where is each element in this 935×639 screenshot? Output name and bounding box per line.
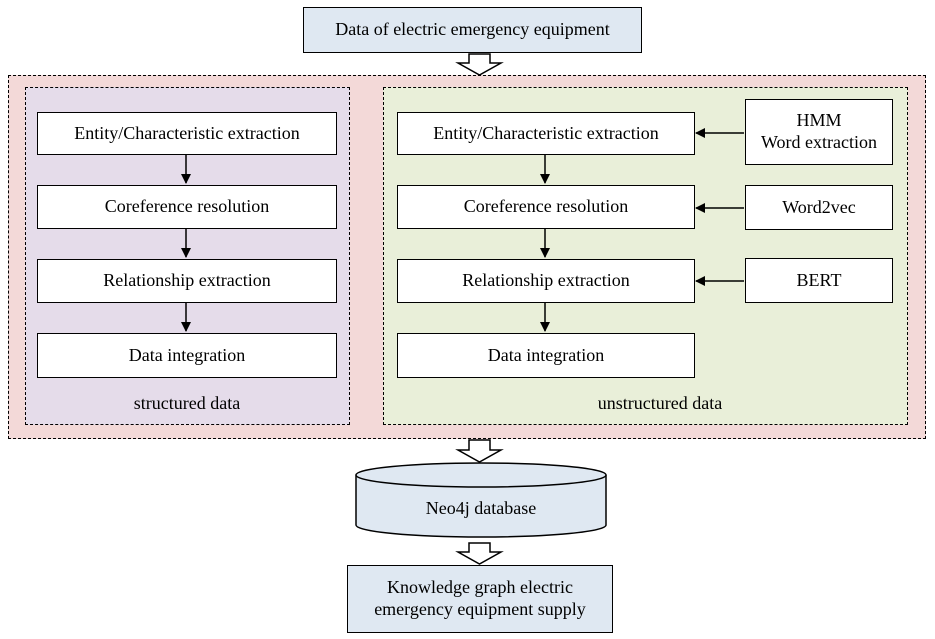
structured-step-label: Relationship extraction [103,270,271,291]
unstructured-entity-extraction-box: Entity/Characteristic extraction [397,112,695,155]
block-arrow-to-output [455,542,504,565]
output-label: Knowledge graph electric emergency equip… [374,577,586,619]
unstructured-step-label: Entity/Characteristic extraction [433,122,659,143]
hmm-method-box: HMM Word extraction [745,99,893,165]
structured-step-label: Entity/Characteristic extraction [74,122,300,143]
structured-step-label: Coreference resolution [104,196,270,217]
unstructured-coreference-box: Coreference resolution [397,185,695,229]
bert-method-box: BERT [745,258,893,303]
structured-step-label: Data integration [128,344,246,365]
structured-integration-box: Data integration [37,333,337,378]
unstructured-step-label: Data integration [487,344,605,365]
structured-relationship-box: Relationship extraction [37,259,337,303]
block-arrow-input [455,53,504,76]
method-label: HMM Word extraction [760,110,877,152]
unstructured-data-label: unstructured data [597,393,723,413]
method-label: BERT [796,269,842,290]
word2vec-method-box: Word2vec [745,185,893,230]
unstructured-integration-box: Data integration [397,333,695,378]
structured-entity-extraction-box: Entity/Characteristic extraction [37,112,337,155]
unstructured-step-label: Relationship extraction [462,270,630,291]
structured-data-label: structured data [133,393,241,413]
input-data-label: Data of electric emergency equipment [335,19,610,40]
unstructured-step-label: Coreference resolution [463,196,629,217]
structured-coreference-box: Coreference resolution [37,185,337,229]
method-label: Word2vec [782,196,856,217]
output-knowledge-graph-box: Knowledge graph electric emergency equip… [347,565,613,633]
block-arrow-to-db [455,439,504,463]
database-label: Neo4j database [425,498,537,518]
input-data-box: Data of electric emergency equipment [303,7,642,53]
database-cylinder [355,462,607,538]
unstructured-relationship-box: Relationship extraction [397,259,695,303]
